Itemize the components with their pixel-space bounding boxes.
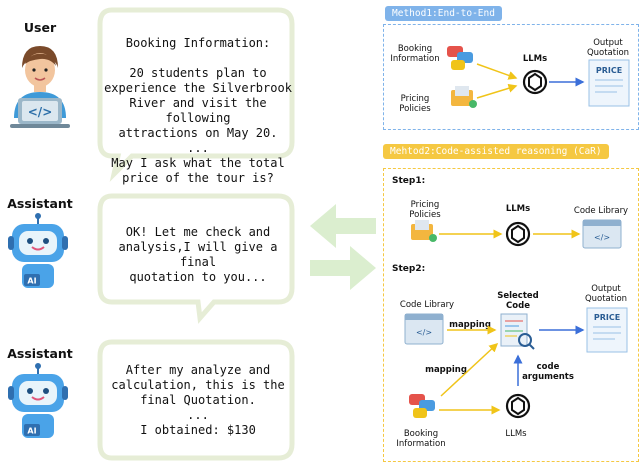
s2-selected-label: Selected Code (497, 291, 539, 311)
assistant-message-1: OK! Let me check and analysis,I will giv… (118, 225, 278, 284)
step2-label: Step2: (392, 264, 426, 274)
m1-pricing-label: Pricing Policies (399, 94, 431, 114)
folder-icon (451, 86, 477, 108)
s2-mapping-label-2: mapping (425, 365, 467, 375)
m1-llms-label: LLMs (522, 54, 548, 64)
s2-llms-label: LLMs (505, 429, 527, 439)
robot-avatar: AI (8, 213, 68, 288)
price-doc-title: PRICE (596, 66, 622, 75)
svg-text:</>: </> (594, 233, 610, 242)
exchange-arrows (310, 204, 376, 290)
arrow-right-icon (310, 246, 376, 290)
method2-diagram: </> </> PRICE (404, 219, 628, 419)
s2-library-label: Code Library (399, 300, 455, 310)
method2-tag: Mehtod2:Code-assisted reasoning (CaR) (383, 144, 609, 159)
s2-output-label: Output Quotation (584, 284, 628, 304)
assistant-message-2: After my analyze and calculation, this i… (111, 363, 285, 437)
user-avatar: </> (10, 46, 70, 128)
openai-logo-icon (505, 221, 531, 247)
openai-logo-icon (505, 393, 531, 419)
method2-panel (383, 168, 639, 462)
selected-code-icon (500, 313, 535, 350)
s1-library-label: Code Library (573, 206, 629, 216)
price-document-icon: PRICE (586, 307, 628, 353)
m1-output-label: Output Quotation (586, 38, 630, 58)
user-role-label: User (23, 20, 57, 35)
ai-badge: AI (27, 277, 36, 286)
user-message: Booking Information: 20 students plan to… (104, 21, 292, 201)
svg-text:</>: </> (416, 328, 432, 337)
user-message-body: 20 students plan to experience the Silve… (104, 66, 292, 185)
ai-badge: AI (27, 427, 36, 436)
m1-booking-label: Booking Information (390, 44, 440, 64)
folder-icon (411, 220, 437, 242)
booking-info-title: Booking Information: (125, 36, 271, 50)
method1-panel (383, 24, 639, 130)
assistant-role-label: Assistant (7, 196, 73, 211)
arrow-left-icon (310, 204, 376, 248)
s2-booking-label: Booking Information (396, 429, 446, 449)
robot-avatar: AI (8, 363, 68, 438)
chat-bubbles-icon (447, 46, 473, 70)
svg-text:</>: </> (28, 105, 53, 119)
assistant-role-label: Assistant (7, 346, 73, 361)
price-document-icon: PRICE (588, 59, 630, 107)
step1-label: Step1: (392, 176, 426, 186)
method1-diagram: PRICE (447, 46, 630, 108)
speech-bubbles (97, 7, 295, 461)
code-library-icon: </> (404, 313, 444, 345)
price-doc-title: PRICE (594, 313, 620, 322)
openai-logo-icon (522, 69, 548, 95)
s2-mapping-label-1: mapping (449, 320, 491, 330)
code-library-icon: </> (582, 219, 622, 249)
method1-tag: Method1:End-to-End (385, 6, 502, 21)
s2-code-arguments-label: code arguments (522, 362, 574, 382)
chat-bubbles-icon (409, 394, 435, 418)
s1-llms-label: LLMs (505, 204, 531, 214)
s1-pricing-label: Pricing Policies (409, 200, 441, 220)
